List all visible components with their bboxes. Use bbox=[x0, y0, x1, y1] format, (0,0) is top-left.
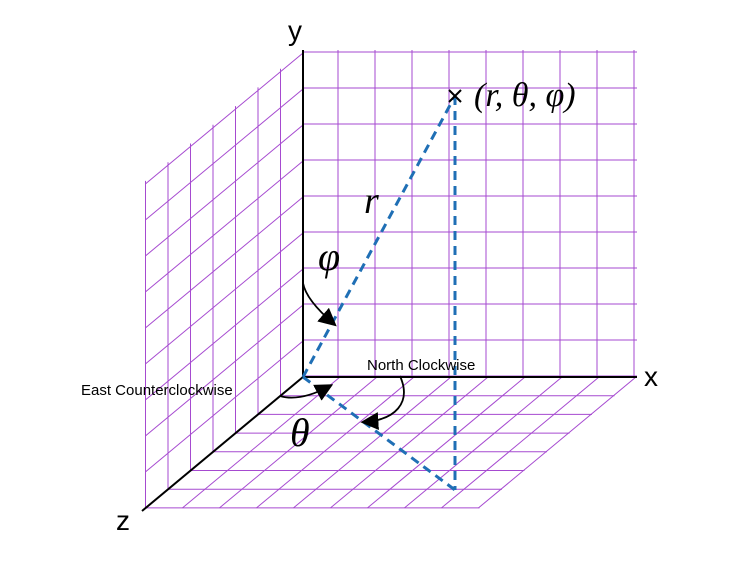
point-coordinates-label: (r, θ, φ) bbox=[474, 77, 576, 114]
yz-grid-line bbox=[145, 340, 304, 473]
z-axis-label: z bbox=[116, 505, 130, 536]
yz-grid-line bbox=[145, 232, 304, 365]
xz-plane-grid bbox=[145, 376, 637, 509]
phi-angle-arc bbox=[302, 282, 337, 327]
z-axis bbox=[141, 376, 304, 512]
xz-grid-line bbox=[478, 376, 637, 509]
north-clockwise-arc bbox=[360, 375, 405, 431]
theta-label: θ bbox=[290, 410, 310, 455]
yz-grid-line bbox=[145, 88, 304, 221]
radius-label: r bbox=[364, 180, 379, 222]
xy-plane-grid bbox=[303, 50, 637, 377]
xz-grid-line bbox=[330, 376, 489, 509]
xz-grid-line bbox=[219, 376, 378, 509]
yz-grid-line bbox=[145, 196, 304, 329]
east-counterclockwise-label: East Counterclockwise bbox=[81, 382, 233, 399]
yz-plane-grid bbox=[145, 52, 304, 509]
phi-label: φ bbox=[318, 234, 340, 279]
x-axis-label: x bbox=[644, 361, 658, 392]
xz-grid-line bbox=[293, 376, 452, 509]
xz-grid-line bbox=[256, 376, 415, 509]
xz-grid-line bbox=[441, 376, 600, 509]
point-marker bbox=[448, 89, 462, 103]
yz-grid-line bbox=[145, 124, 304, 257]
yz-grid-line bbox=[145, 268, 304, 401]
north-clockwise-label: North Clockwise bbox=[367, 357, 475, 374]
yz-grid-line bbox=[145, 160, 304, 293]
theta-angle-arc bbox=[279, 384, 334, 401]
xz-grid-line bbox=[367, 376, 526, 509]
radius-line bbox=[301, 95, 457, 378]
yz-grid-line bbox=[145, 52, 304, 185]
y-axis-label: y bbox=[288, 15, 302, 46]
yz-grid-line bbox=[145, 304, 304, 437]
xz-grid-line bbox=[404, 376, 563, 509]
